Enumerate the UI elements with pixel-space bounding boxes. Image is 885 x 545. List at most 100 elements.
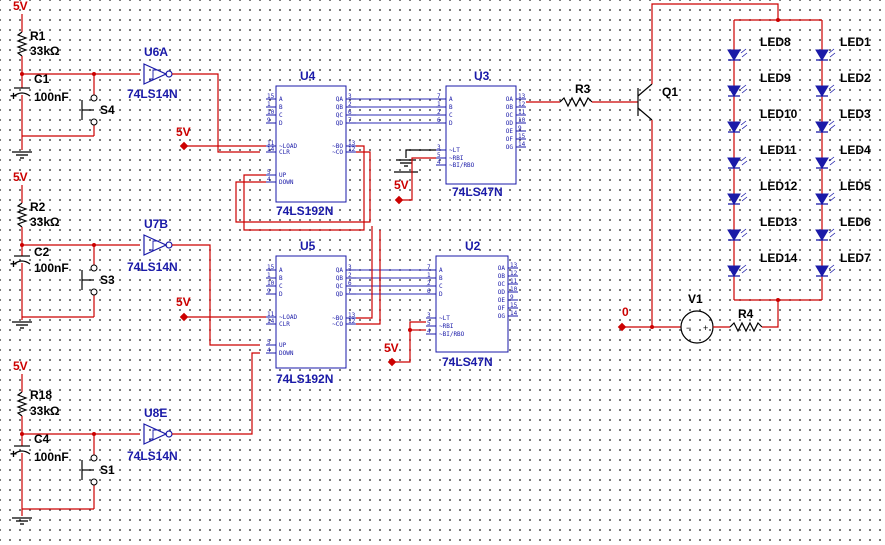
ic-pin-name: ~RBI: [439, 323, 454, 330]
counter-u4-ref: U4: [300, 69, 316, 83]
ic-pin-number: 9: [518, 125, 522, 132]
ic-pin-name: ~RBI: [449, 155, 464, 162]
svg-text:−: −: [686, 323, 691, 333]
ic-pin-name: DOWN: [279, 179, 294, 186]
switch-s4[interactable]: S4: [100, 103, 115, 117]
ic-pin-number: 3: [348, 93, 352, 100]
ic-pin-name: ~LT: [439, 315, 450, 322]
ic-pin-number: 10: [267, 280, 275, 287]
ic-pin-number: 1: [427, 272, 431, 279]
ic-pin-number: 14: [518, 141, 526, 148]
ic-pin-name: OF: [506, 136, 514, 143]
ic-pin-name: UP: [279, 342, 287, 349]
decoder-u3-ref: U3: [474, 69, 490, 83]
ic-pin-name: QD: [336, 291, 344, 298]
inverter-u7b-part: 74LS14N: [127, 260, 178, 274]
ic-pin-name: DOWN: [279, 350, 294, 357]
ic-pin-name: OF: [498, 305, 506, 312]
ic-pin-name: OA: [498, 265, 506, 272]
switch-s3[interactable]: S3: [100, 273, 115, 287]
ic-pin-number: 14: [267, 146, 275, 153]
ic-pin-name: B: [279, 275, 283, 282]
led-label: LED2: [840, 71, 871, 85]
ic-pin-name: D: [279, 291, 283, 298]
ic-pin-number: 3: [348, 264, 352, 271]
ic-pin-name: OE: [506, 128, 514, 135]
ic-pin-name: A: [449, 96, 453, 103]
led-label: LED3: [840, 107, 871, 121]
resistor-r2-value: 33kΩ: [30, 215, 60, 229]
svg-text:+: +: [10, 89, 17, 103]
ic-pin-name: A: [439, 267, 443, 274]
ic-pin-name: QB: [336, 104, 344, 111]
led-label: LED5: [840, 179, 871, 193]
ic-pin-name: ~LT: [449, 147, 460, 154]
ic-pin-name: ~BI/RBO: [439, 331, 465, 338]
ic-pin-name: OC: [506, 112, 514, 119]
ic-pin-name: OC: [498, 281, 506, 288]
ic-pin-name: OD: [506, 120, 514, 127]
svg-text:+: +: [10, 257, 17, 271]
led-label: LED13: [760, 215, 798, 229]
led-icon: [727, 192, 748, 205]
ic-pin-number: 15: [267, 93, 275, 100]
ic-pin-name: D: [449, 120, 453, 127]
ic-pin-number: 2: [427, 280, 431, 287]
ic-pin-number: 6: [427, 288, 431, 295]
ic-pin-number: 12: [348, 318, 356, 325]
ic-pin-name: QC: [336, 112, 344, 119]
decoder-u2[interactable]: U2 74LS47N: [435, 239, 509, 369]
ic-pin-number: 11: [518, 109, 526, 116]
ic-pin-name: QA: [336, 267, 344, 274]
led-icon: [815, 192, 836, 205]
ic-pin-number: 11: [510, 278, 518, 285]
ic-pin-name: A: [279, 267, 283, 274]
bus-wires: [235, 98, 436, 325]
ic-pin-number: 6: [437, 117, 441, 124]
ic-pin-name: ~BI/RBO: [449, 162, 475, 169]
ic-pin-number: 3: [437, 144, 441, 151]
transistor-q1: Q1: [662, 85, 678, 99]
capacitor-c4-value: 100nF: [34, 450, 69, 464]
ic-pin-number: 10: [518, 117, 526, 124]
led-icon: [815, 264, 836, 277]
ic-pin-number: 12: [518, 101, 526, 108]
led-icon: [815, 120, 836, 133]
led-icon: [727, 48, 748, 61]
decoder-u3[interactable]: U3 74LS47N: [445, 69, 517, 199]
inverter-u8e: U8E 74LS14N: [127, 352, 260, 463]
ic-pin-number: 13: [348, 140, 356, 147]
ic-pin-number: 1: [437, 101, 441, 108]
led-icon: [727, 228, 748, 241]
ic-pin-number: 9: [510, 294, 514, 301]
switch-s1[interactable]: S1: [100, 463, 115, 477]
led-label: LED9: [760, 71, 791, 85]
supply-label-u5: 5V: [176, 295, 191, 309]
ic-pin-name: ~BO: [332, 315, 343, 322]
ic-pin-number: 9: [267, 117, 271, 124]
capacitor-c2-value: 100nF: [34, 261, 69, 275]
ic-pin-number: 15: [518, 133, 526, 140]
supply-label-u2: 5V: [384, 341, 399, 355]
ic-pin-name: B: [439, 275, 443, 282]
resistor-r18-value: 33kΩ: [30, 404, 60, 418]
ic-pin-number: 3: [427, 312, 431, 319]
led-icon: [727, 84, 748, 97]
ic-pin-name: CLR: [279, 321, 290, 328]
ic-pin-number: 12: [348, 146, 356, 153]
resistor-r18-ref: R18: [30, 388, 52, 402]
counter-u5[interactable]: U5 74LS192N: [275, 239, 347, 386]
ic-pin-number: 4: [437, 159, 441, 166]
resistor-r1-ref: R1: [30, 29, 46, 43]
ic-pin-name: ~BO: [332, 143, 343, 150]
ic-pin-name: ~LOAD: [279, 314, 297, 321]
ic-pin-number: 1: [267, 101, 271, 108]
led-label: LED7: [840, 251, 871, 265]
ic-pin-name: UP: [279, 172, 287, 179]
ic-pin-name: A: [279, 96, 283, 103]
counter-u4[interactable]: U4 74LS192N: [275, 69, 347, 218]
capacitor-c4-ref: C4: [34, 432, 50, 446]
decoder-u2-part: 74LS47N: [442, 355, 493, 369]
